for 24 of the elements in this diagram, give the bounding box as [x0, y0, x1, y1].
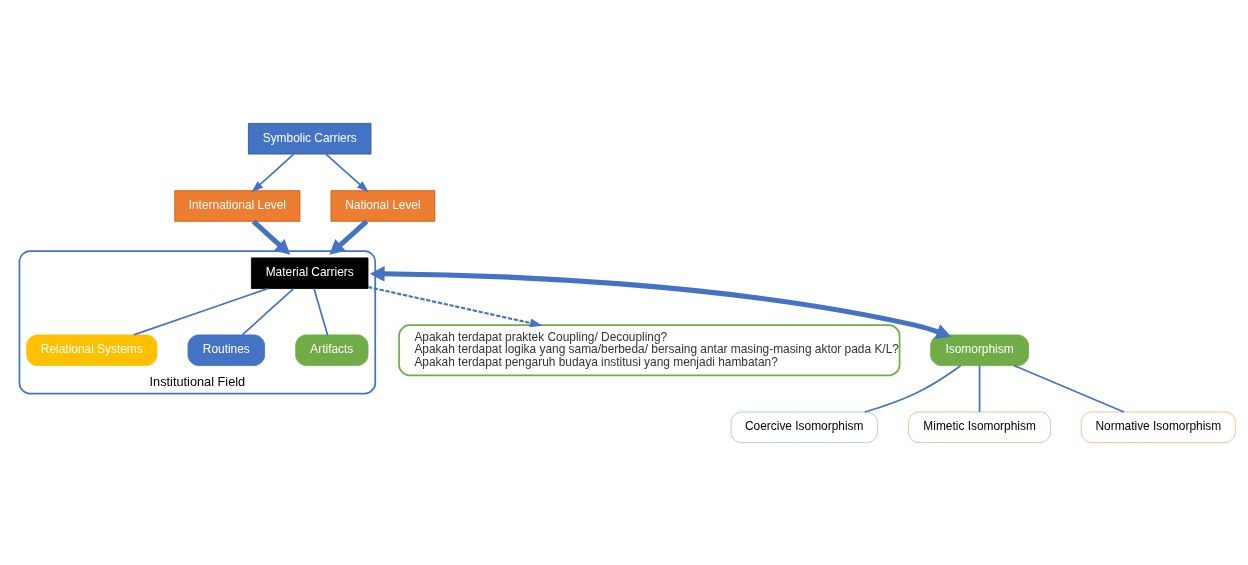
node-box: Material Carriers	[250, 256, 369, 289]
node-box: Routines	[187, 334, 265, 366]
node-box: Symbolic Carriers	[248, 122, 372, 154]
connector	[1013, 364, 1125, 413]
connector	[864, 364, 962, 413]
node-box: Mimetic Isomorphism	[908, 411, 1052, 443]
connector	[313, 287, 329, 336]
arrow	[369, 265, 952, 339]
node-box: Apakah terdapat praktek Coupling/ Decoupling? Apakah terdapat logika yang sama/berbeda/ bersaing antar masing-masing aktor pada K/L? Apakah terdapat pengaruh budaya institusi yang menjadi hambatan?	[398, 323, 901, 376]
node-box: Normative Isomorphism	[1080, 411, 1236, 443]
arrow	[251, 152, 295, 192]
arrow	[325, 152, 369, 192]
node-box: Coercive Isomorphism	[730, 411, 878, 443]
node-box: Relational Systems	[26, 334, 158, 366]
arrow	[251, 218, 291, 255]
connector	[978, 364, 981, 413]
node-box: National Level	[330, 189, 436, 222]
node-box: Artifacts	[295, 334, 369, 366]
connector	[132, 287, 269, 336]
arrow	[329, 218, 369, 255]
connector	[241, 287, 295, 336]
arrow	[367, 285, 543, 327]
node-box: International Level	[174, 189, 301, 222]
node-box: Isomorphism	[930, 334, 1029, 366]
